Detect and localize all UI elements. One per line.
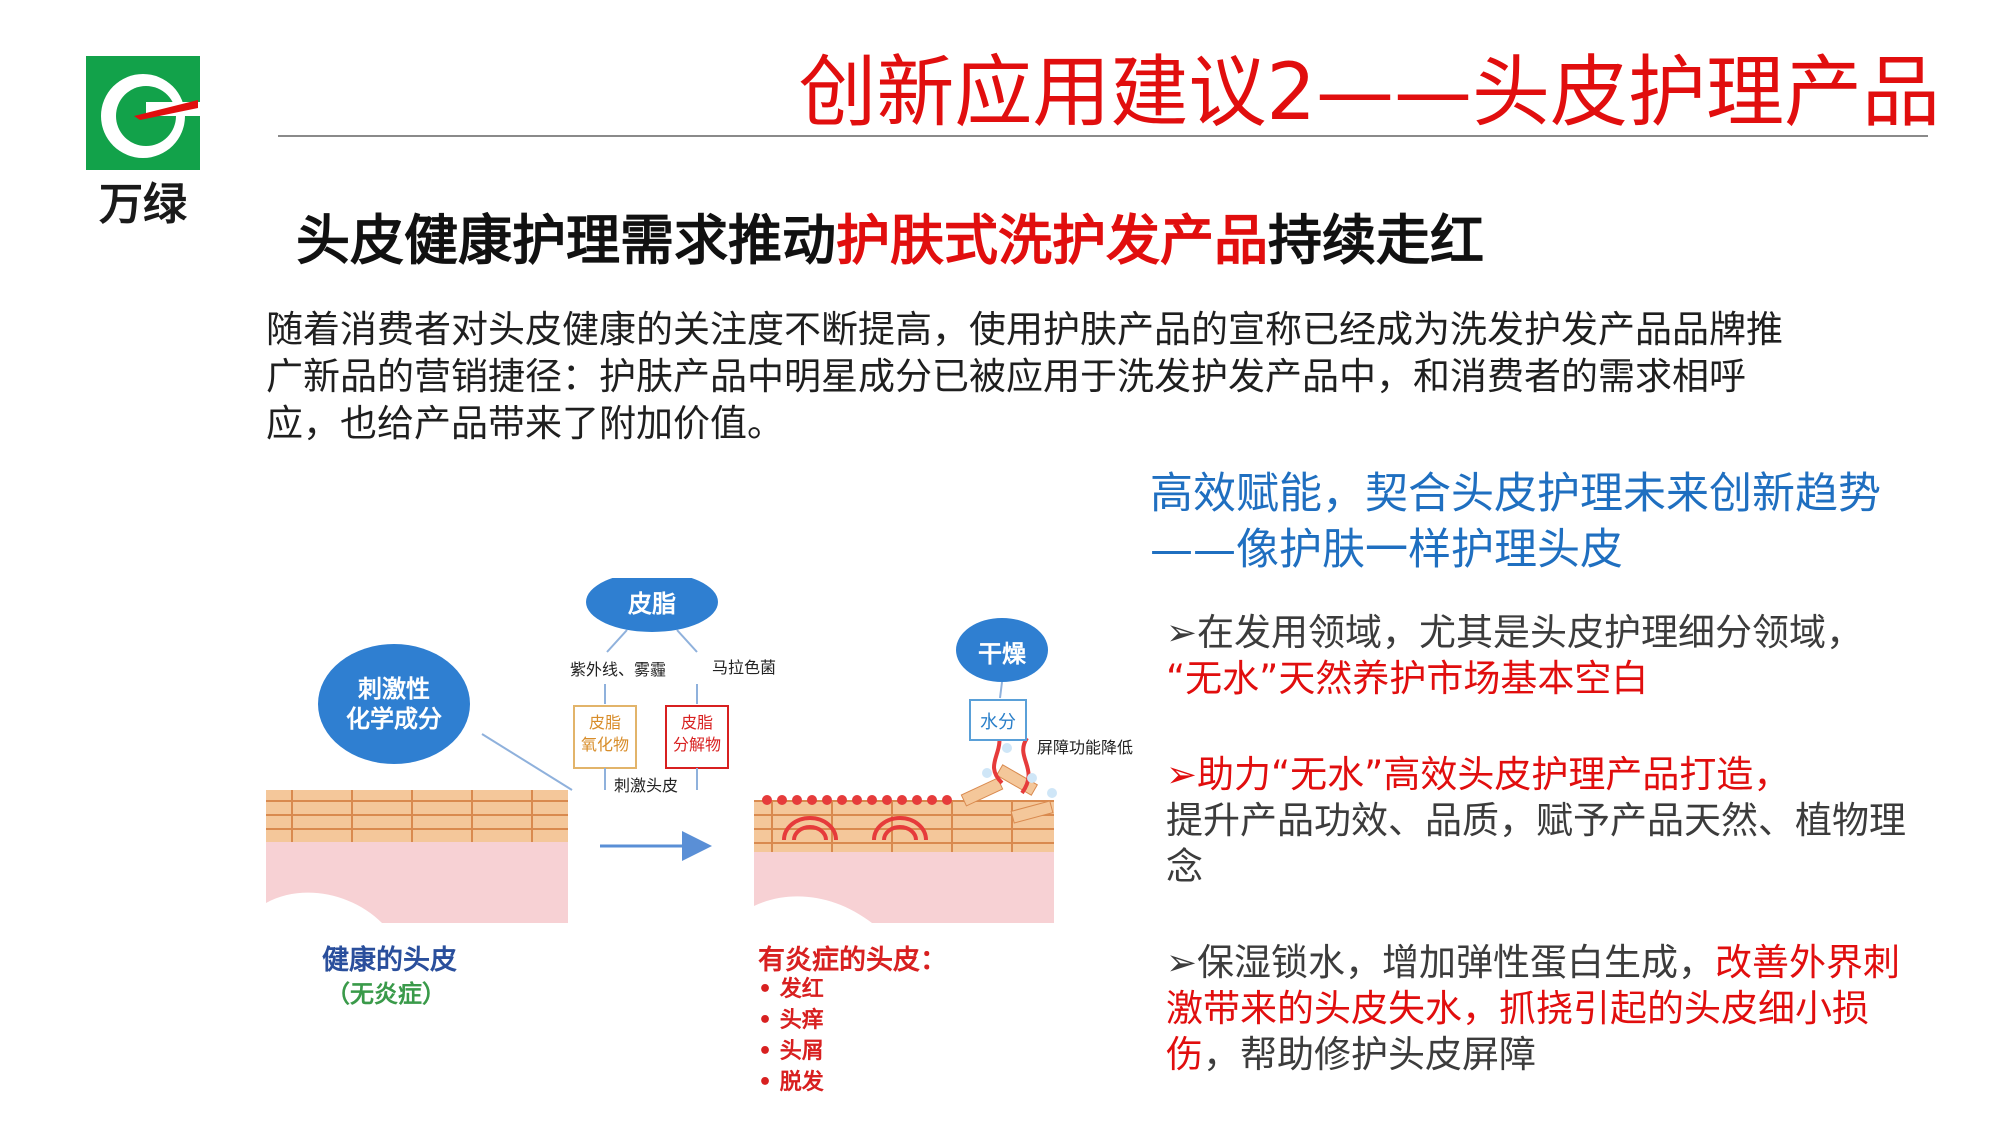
healthy-scalp-title: 健康的头皮 bbox=[322, 945, 457, 976]
inflamed-scalp-title: 有炎症的头皮： bbox=[758, 945, 947, 976]
brand-logo bbox=[86, 56, 200, 226]
symptom-item: • 头痒 bbox=[758, 1008, 824, 1033]
uv-label: 紫外线、雾霾 bbox=[570, 660, 667, 679]
water-label: 水分 bbox=[980, 712, 1016, 733]
irritate-scalp-label: 刺激头皮 bbox=[614, 776, 679, 795]
bullet-item: ➢助力“无水”高效头皮护理产品打造， 提升产品功效、品质，赋予产品天然、植物理念 bbox=[1166, 752, 1906, 890]
bullet-text: 提升产品功效、品质，赋予产品天然、植物理念 bbox=[1166, 799, 1906, 888]
bullet-item: ➢保湿锁水，增加弹性蛋白生成，改善外界刺激带来的头皮失水，抓挠引起的头皮细小损伤… bbox=[1166, 940, 1906, 1078]
healthy-skin bbox=[266, 790, 568, 923]
title-divider bbox=[278, 135, 1928, 137]
malassezia-label: 马拉色菌 bbox=[712, 658, 777, 677]
brand-logo-mark bbox=[86, 56, 200, 170]
scalp-diagram-drawing bbox=[266, 578, 1057, 923]
inflamed-skin bbox=[754, 727, 1057, 923]
symptom-item: • 发红 bbox=[758, 977, 824, 1002]
bullet-arrow-icon: ➢ bbox=[1166, 753, 1198, 796]
symptom-item: • 头屑 bbox=[758, 1039, 824, 1064]
sebum-label: 皮脂 bbox=[628, 590, 676, 618]
symptom-item: • 脱发 bbox=[758, 1070, 824, 1095]
irritant-label: 刺激性化学成分 bbox=[346, 675, 442, 733]
symptom-list: • 发红 • 头痒 • 头屑 • 脱发 bbox=[758, 974, 824, 1098]
bullet-text: 保湿锁水，增加弹性蛋白生成， bbox=[1197, 941, 1716, 984]
headline: 头皮健康护理需求推动护肤式洗护发产品持续走红 bbox=[296, 196, 1484, 275]
barrier-label: 屏障功能降低 bbox=[1037, 738, 1134, 757]
bullet-highlight: 助力“无水”高效头皮护理产品打造， bbox=[1197, 753, 1791, 796]
dry-label: 干燥 bbox=[978, 640, 1026, 668]
headline-part-1: 头皮健康护理需求推动 bbox=[296, 209, 836, 272]
irritant-bubble bbox=[318, 644, 470, 764]
bullet-arrow-icon: ➢ bbox=[1166, 611, 1198, 654]
trend-subheading: 高效赋能，契合头皮护理未来创新趋势 ——像护肤一样护理头皮 bbox=[1150, 466, 1950, 578]
scalp-diagram: 刺激性化学成分 皮脂 干燥 紫外线、雾霾 马拉色菌 皮脂氧化物 皮脂分解物 水分… bbox=[262, 578, 1162, 1098]
sebum-bubble bbox=[586, 578, 718, 632]
water-box bbox=[969, 699, 1027, 741]
trend-subheading-line-1: 高效赋能，契合头皮护理未来创新趋势 bbox=[1150, 469, 1881, 519]
intro-paragraph: 随着消费者对头皮健康的关注度不断提高，使用护肤产品的宣称已经成为洗发护发产品品牌… bbox=[266, 308, 1783, 445]
bullet-highlight: 改善外界刺激带来的头皮失水，抓挠引起的头皮细小损伤 bbox=[1166, 941, 1901, 1076]
decomp-label: 皮脂分解物 bbox=[672, 713, 721, 754]
bullet-arrow-icon: ➢ bbox=[1166, 941, 1198, 984]
bullet-highlight: “无水”天然养护市场基本空白 bbox=[1166, 657, 1649, 700]
brand-name: 万绿 bbox=[99, 179, 187, 230]
decomp-box bbox=[665, 705, 729, 769]
page-title: 创新应用建议2——头皮护理产品 bbox=[798, 48, 1940, 138]
oxide-label: 皮脂氧化物 bbox=[580, 713, 629, 754]
bullet-text-tail: ，帮助修护头皮屏障 bbox=[1203, 1033, 1536, 1076]
trend-subheading-line-2: ——像护肤一样护理头皮 bbox=[1150, 525, 1623, 575]
inflammation-icon bbox=[782, 816, 928, 841]
bullet-item: ➢在发用领域，尤其是头皮护理细分领域， “无水”天然养护市场基本空白 bbox=[1166, 610, 1906, 702]
headline-highlight: 护肤式洗护发产品 bbox=[836, 209, 1268, 272]
bullet-text: 在发用领域，尤其是头皮护理细分领域， bbox=[1197, 611, 1864, 654]
dry-bubble bbox=[956, 618, 1048, 682]
oxide-box bbox=[573, 705, 637, 769]
headline-part-2: 持续走红 bbox=[1268, 209, 1484, 272]
healthy-scalp-subtitle: （无炎症） bbox=[326, 980, 446, 1008]
